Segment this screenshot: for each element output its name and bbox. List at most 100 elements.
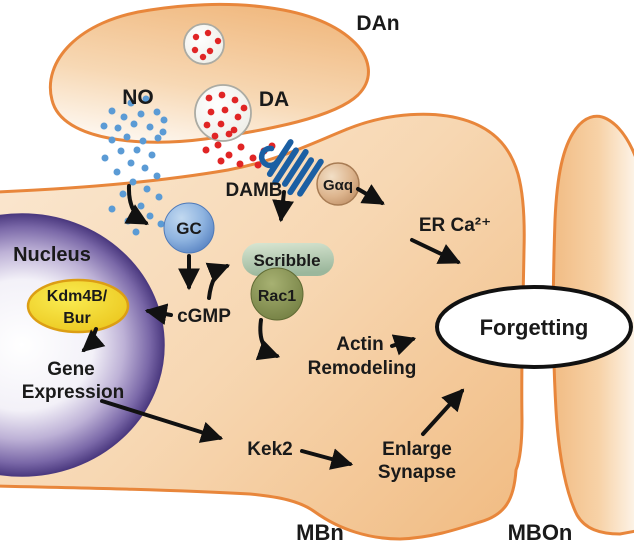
molecule-dot (236, 160, 244, 168)
molecule-dot (214, 37, 222, 45)
arrow-kek2-to-enlarge (300, 448, 354, 470)
rac1-circle (250, 267, 304, 321)
molecule-dot (202, 146, 210, 154)
label-dan: DAn (356, 12, 399, 35)
label-mbn: MBn (296, 520, 344, 545)
molecule-dot (237, 143, 245, 151)
molecule-dot (203, 121, 211, 129)
molecule-dot (240, 104, 248, 112)
molecule-dot (231, 96, 239, 104)
molecule-dot (108, 205, 116, 213)
molecule-dot (192, 33, 200, 41)
label-gaq: Gαq (323, 177, 353, 194)
molecule-dot (155, 193, 163, 201)
molecule-dot (117, 147, 125, 155)
molecule-dot (207, 108, 215, 116)
molecule-dot (153, 172, 161, 180)
labels: DAn NO DA DAMB Gαq GC ER Ca²⁺ Nucleus Kd… (13, 12, 588, 545)
label-enlarge-line2: Synapse (378, 462, 456, 483)
label-kdm4b-line2: Bur (63, 310, 91, 327)
arrow-no-to-gc (124, 184, 149, 225)
molecule-dot (218, 91, 226, 99)
molecule-dot (146, 212, 154, 220)
molecule-dot (159, 128, 167, 136)
label-kdm4b-line1: Kdm4B/ (47, 288, 108, 305)
molecule-dot (137, 110, 145, 118)
label-kek2: Kek2 (247, 439, 292, 460)
label-actin-line1: Actin (336, 334, 384, 355)
label-cgmp: cGMP (177, 306, 231, 327)
forgetting-ellipse (435, 285, 633, 369)
label-forgetting: Forgetting (480, 315, 589, 340)
label-gene-line1: Gene (47, 359, 95, 380)
scribble-pill (242, 243, 334, 276)
molecule-dot (225, 151, 233, 159)
molecule-dot (146, 123, 154, 131)
molecule-dot (206, 47, 214, 55)
molecule-dot (205, 94, 213, 102)
molecule-dot (129, 178, 137, 186)
molecule-dot (154, 134, 162, 142)
receptor-helix-bar (297, 158, 324, 197)
label-actin-line2: Remodeling (308, 358, 417, 379)
arrow-kdm4b-to-geneexpression (81, 327, 106, 353)
label-mbon: MBOn (508, 520, 573, 545)
arrow-geneexpression-to-kek2 (100, 399, 224, 443)
molecule-dot (119, 190, 127, 198)
molecule-dot (127, 99, 135, 107)
molecule-dot (234, 113, 242, 121)
molecule-dot (137, 202, 145, 210)
molecule-dot (221, 106, 229, 114)
arrow-enlarge-to-forgetting (421, 388, 465, 436)
receptor-helix-bar (272, 147, 299, 186)
molecule-dot (249, 154, 257, 162)
molecule-dot (153, 108, 161, 116)
kdm4b-bur-ellipse (26, 278, 130, 334)
damb-receptor-icon (258, 139, 324, 197)
mbon-cell-outline (551, 114, 634, 536)
label-enlarge-line1: Enlarge (382, 439, 452, 460)
molecule-dot (120, 113, 128, 121)
da-released-dots (202, 141, 276, 169)
molecule-dot (225, 130, 233, 138)
label-da: DA (259, 88, 289, 111)
molecule-dot (148, 151, 156, 159)
molecule-dot (124, 217, 132, 225)
molecule-dot (230, 126, 238, 134)
molecule-dot (114, 124, 122, 132)
gc-enzyme-circle (163, 202, 215, 254)
molecule-dot (123, 133, 131, 141)
molecule-dot (143, 185, 151, 193)
receptor-helix-bar (281, 148, 309, 187)
label-damb: DAMB (226, 180, 283, 201)
label-gene-line2: Expression (22, 382, 124, 403)
molecule-dot (211, 132, 219, 140)
receptor-binding-claw (258, 145, 281, 169)
molecule-dot (100, 122, 108, 130)
pathway-arrows (81, 184, 465, 470)
arrow-damb-to-scribble (272, 190, 294, 223)
molecule-dot (133, 146, 141, 154)
label-gc: GC (176, 219, 202, 238)
molecule-dot (130, 120, 138, 128)
synaptic-vesicle-small (183, 23, 225, 65)
molecule-dot (199, 53, 207, 61)
arrow-rac1-to-actin (255, 318, 281, 361)
molecule-dot (157, 220, 165, 228)
arrow-actin-to-forgetting (390, 334, 417, 356)
molecule-dot (142, 95, 150, 103)
molecule-dot (214, 141, 222, 149)
molecule-dot (101, 154, 109, 162)
dan-cell-body (49, 2, 370, 144)
arrow-cgmp-to-kdm4b (144, 303, 173, 326)
da-dots-in-small-vesicle (191, 29, 222, 61)
molecule-dot (204, 29, 212, 37)
molecule-dot (113, 168, 121, 176)
molecule-dot (160, 116, 168, 124)
da-dots-in-large-vesicle (203, 91, 248, 140)
molecule-dot (108, 107, 116, 115)
arrow-gaq-to-erca (356, 184, 385, 205)
molecule-dot (139, 137, 147, 145)
